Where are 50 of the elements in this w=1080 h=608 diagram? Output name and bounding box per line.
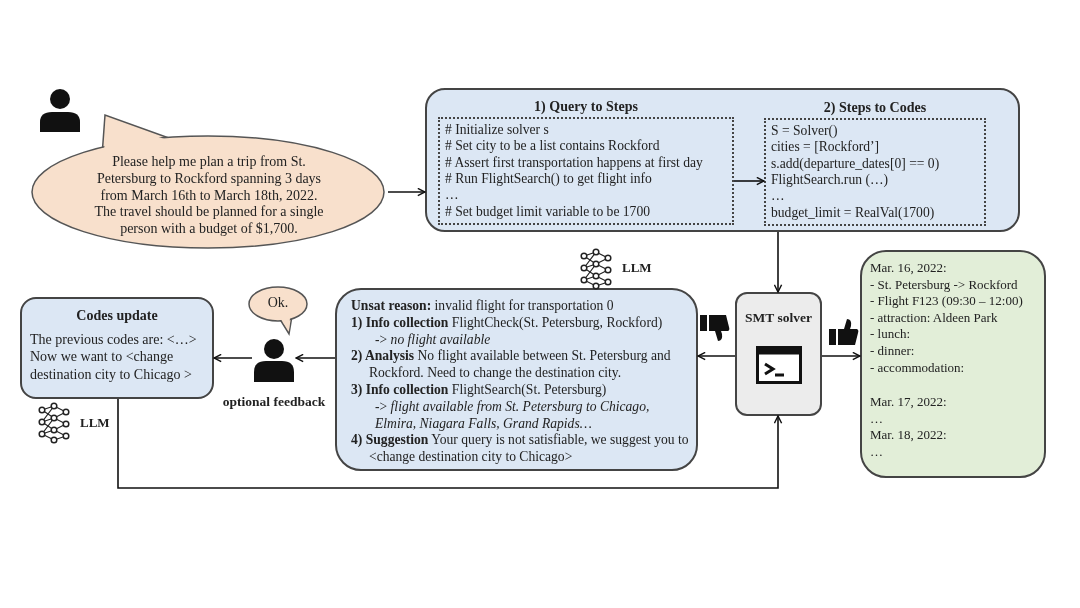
code-line: s.add(departure_dates[0] == 0) (771, 155, 941, 172)
itinerary-line: - accommodation: (870, 359, 966, 377)
itinerary-line: Mar. 17, 2022: (870, 394, 948, 411)
numbered-item: 3) Info collection FlightSearch(St. Petersburg) (351, 382, 608, 399)
model-label: LLM (80, 415, 110, 431)
process-panel (425, 88, 1020, 232)
code-line: # Initialize solver s (445, 122, 550, 139)
itinerary-line: Mar. 16, 2022: (870, 260, 948, 277)
numbered-item: 1) Info collection FlightCheck(St. Petersburg, Rockford) (351, 314, 664, 332)
box-title: SMT solver (744, 310, 813, 327)
caption-text: optional feedback (221, 394, 327, 410)
update-text: The previous codes are: <…> Now we want to <change destination city to Chicago > (30, 330, 198, 383)
arrow (697, 351, 736, 361)
code-line: # Set budget limit variable to be 1700 (445, 203, 651, 220)
arrow (213, 353, 253, 363)
code-line: FlightSearch.run (…) (771, 171, 890, 189)
code-line: # Assert first transportation happens at first day (445, 154, 704, 171)
code-line: budget_limit = RealVal(1700) (771, 204, 936, 221)
arrow (821, 351, 861, 361)
result-text: -> flight available from St. Petersburg to Chicago, Elmira, Niagara Falls, Grand Rapids… (374, 398, 651, 433)
reason-text: Unsat reason: invalid flight for transportation 0 (351, 298, 615, 315)
code-line: S = Solver() (771, 123, 839, 140)
itinerary-line: - dinner: (870, 342, 916, 360)
step-heading: 2) Steps to Codes (822, 100, 928, 117)
box-title: Codes update (75, 307, 159, 325)
arrow (733, 176, 765, 186)
code-line: … (771, 188, 786, 205)
speech-text: Ok. (266, 295, 290, 312)
arrow (773, 231, 783, 293)
model-label: LLM (622, 260, 652, 276)
numbered-item: 4) Suggestion Your query is not satisfiable, we suggest you to <change destination city to Chicago> (351, 432, 690, 466)
code-line: … (445, 187, 460, 204)
itinerary-line: … (870, 443, 884, 461)
arrow (117, 398, 783, 489)
numbered-item: 2) Analysis No flight available between St. Petersburg and Rockford. Need to change the destination city. (351, 348, 672, 382)
result-text: -> no flight available (374, 331, 492, 349)
arrow (295, 353, 336, 363)
itinerary-line: - attraction: Aldeen Park (870, 309, 999, 327)
itinerary-line: - St. Petersburg -> Rockford (870, 276, 1019, 294)
itinerary-line: - Flight F123 (09:30 – 12:00) (870, 293, 1024, 310)
request-text: The travel should be planned for a single person with a budget of $1,700. (93, 204, 325, 238)
arrow (387, 187, 426, 197)
code-line: # Set city to be a list contains Rockford (445, 138, 661, 155)
request-text: Please help me plan a trip from St. Petersburg to Rockford spanning 3 days from March 16th to March 18th, 2022. (95, 154, 323, 205)
step-heading: 1) Query to Steps (533, 99, 639, 116)
code-line: # Run FlightSearch() to get flight info (445, 170, 653, 188)
code-line: cities = [Rockford’] (771, 139, 881, 156)
itinerary-line: Mar. 18, 2022: (870, 427, 948, 444)
itinerary-line: … (870, 410, 884, 428)
itinerary-line: - lunch: (870, 326, 912, 343)
